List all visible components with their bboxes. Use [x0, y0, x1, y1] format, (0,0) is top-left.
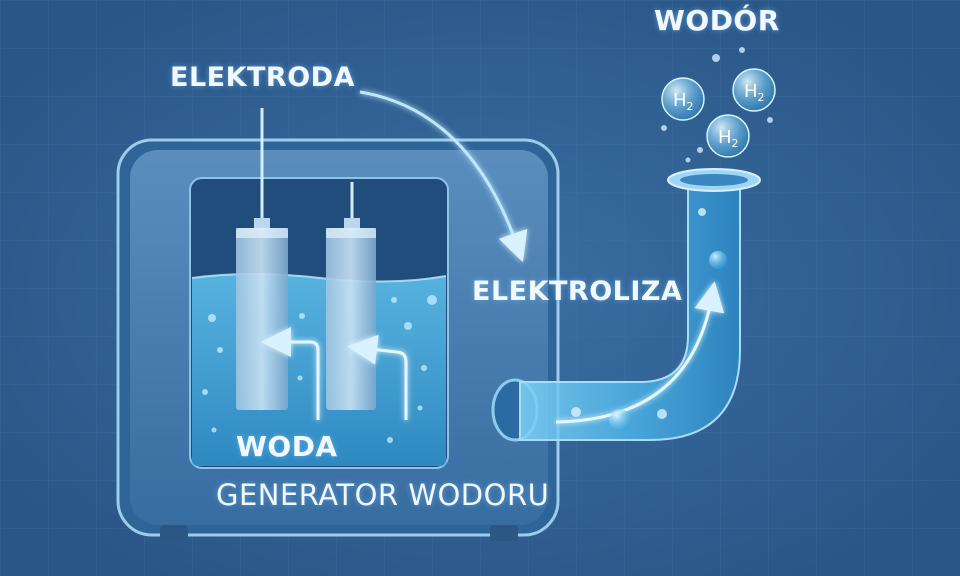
h2-label: H	[744, 81, 758, 102]
electrode-arrow	[359, 90, 528, 263]
electrode-label: ELEKTRODA	[170, 62, 355, 93]
air-bubbles	[661, 47, 773, 163]
pipe-flow-arrow	[555, 281, 725, 424]
hydrogen-pipe	[491, 168, 761, 442]
flow-arrow-left	[261, 327, 320, 420]
h2-subscript: 2	[732, 137, 739, 150]
h2-label: H	[718, 127, 732, 148]
svg-text:H2: H2	[673, 90, 694, 113]
h2-bubble-2: H2	[732, 68, 776, 112]
generator-foot-right	[490, 525, 518, 541]
svg-text:H2: H2	[744, 81, 765, 104]
water-label: WODA	[236, 430, 338, 463]
electrode-left	[236, 108, 288, 410]
flow-arrow-right	[347, 334, 408, 420]
h2-bubble-3: H2	[706, 114, 750, 158]
h2-label: H	[673, 90, 687, 111]
electrolysis-label: ELEKTROLIZA	[472, 276, 683, 307]
h2-subscript: 2	[687, 100, 694, 113]
water-bubbles	[202, 295, 437, 443]
svg-text:H2: H2	[718, 127, 739, 150]
generator-label: GENERATOR WODORU	[216, 478, 550, 512]
generator-foot-left	[160, 525, 188, 541]
h2-subscript: 2	[758, 91, 765, 104]
hydrogen-label: WODÓR	[654, 4, 780, 37]
h2-bubble-1: H2	[661, 77, 705, 121]
